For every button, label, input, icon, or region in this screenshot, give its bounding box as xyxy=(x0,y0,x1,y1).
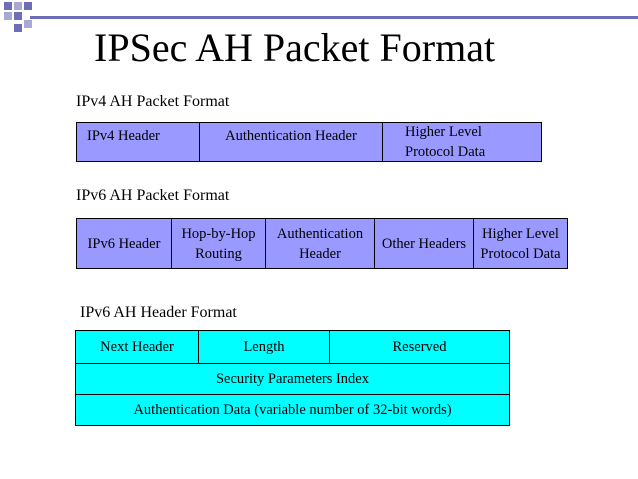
ipv4-higher-level-field: Higher Level Protocol Data xyxy=(382,122,542,162)
spi-field: Security Parameters Index xyxy=(75,363,510,395)
ipv6-hop-by-hop-field: Hop-by-Hop Routing xyxy=(171,218,266,269)
ah-header-heading: IPv6 AH Header Format xyxy=(80,304,237,321)
ipv6-higher-level-field: Higher Level Protocol Data xyxy=(473,218,568,269)
title-rule xyxy=(30,16,638,19)
ipv6-auth-header-field: Authentication Header xyxy=(265,218,375,269)
next-header-field: Next Header xyxy=(75,330,199,364)
ipv6-other-headers-field: Other Headers xyxy=(374,218,474,269)
ipv4-heading: IPv4 AH Packet Format xyxy=(76,93,230,110)
corner-decoration xyxy=(0,0,60,40)
slide-title: IPSec AH Packet Format xyxy=(94,25,496,70)
length-field: Length xyxy=(198,330,330,364)
reserved-field: Reserved xyxy=(329,330,510,364)
ipv4-header-field: IPv4 Header xyxy=(76,122,200,162)
auth-data-field: Authentication Data (variable number of … xyxy=(75,394,510,426)
ipv6-heading: IPv6 AH Packet Format xyxy=(76,187,230,204)
ipv6-header-field: IPv6 Header xyxy=(76,218,172,269)
ipv4-auth-header-field: Authentication Header xyxy=(199,122,383,162)
